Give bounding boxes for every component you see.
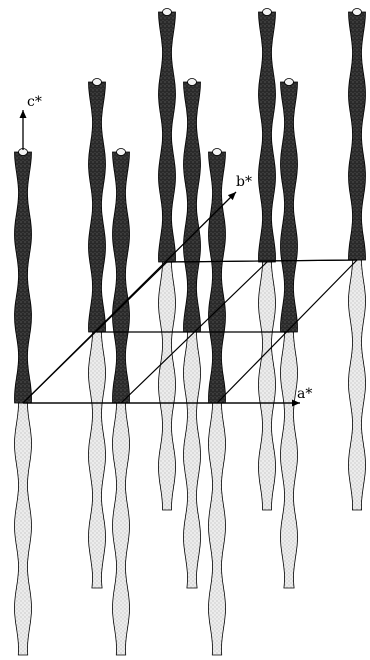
rod-top-cap [213,149,222,156]
lattice-rod [184,79,201,589]
lattice-rod [259,9,276,511]
lattice-rod [209,149,226,656]
rod-top-cap [353,9,362,16]
rod-upper-segment [89,82,106,332]
rod-upper-segment [349,12,366,260]
rod-lower-segment [209,403,226,655]
rod-lower-segment [159,262,176,510]
rod-top-cap [163,9,172,16]
b-star-axis [23,192,236,403]
c-star-axis-head [20,110,27,118]
rod-upper-segment [113,152,130,403]
rod-lower-segment [184,332,201,588]
rod-lower-segment [349,260,366,510]
lattice-rod [89,79,106,589]
rod-lower-segment [89,332,106,588]
rod-lower-segment [15,403,32,655]
c-star-label: c* [27,94,42,110]
rod-top-cap [188,79,197,86]
a-star-label: a* [297,386,312,402]
rod-upper-segment [281,82,298,332]
rod-lower-segment [113,403,130,655]
lattice-rod [113,149,130,656]
b-star-label: b* [236,174,252,190]
rod-top-cap [285,79,294,86]
rod-upper-segment [159,12,176,262]
rod-top-cap [117,149,126,156]
rod-top-cap [263,9,272,16]
rod-lower-segment [259,262,276,510]
rod-upper-segment [15,152,32,403]
rod-upper-segment [209,152,226,403]
lattice-rod [15,149,32,656]
lattice-rod [159,9,176,511]
rod-upper-segment [259,12,276,262]
lattice-rod [349,9,366,511]
rod-upper-segment [184,82,201,332]
rod-lower-segment [281,332,298,588]
lattice-rod [281,79,298,589]
rod-top-cap [93,79,102,86]
